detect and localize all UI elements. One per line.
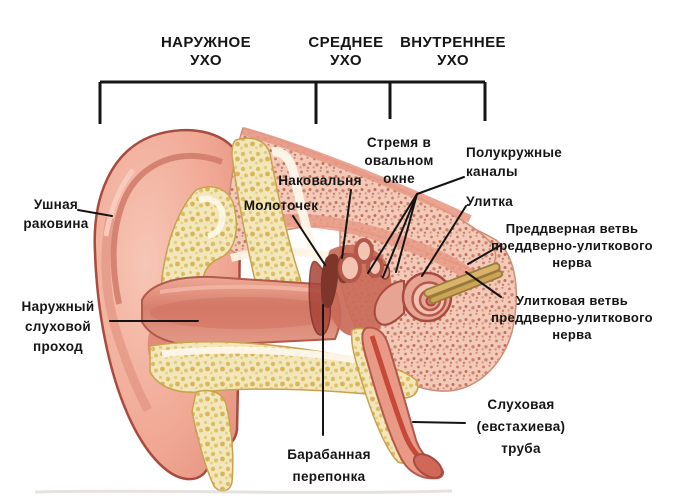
pointer-lines	[77, 176, 502, 436]
label-ear-canal: Наружный слуховой проход	[21, 299, 95, 354]
label-eustachian-tube: Слуховая (евстахиева) труба	[476, 397, 566, 456]
label-stapes-oval-window: Стремя в овальном окне	[364, 135, 434, 186]
label-auricle: Ушная раковина	[23, 197, 89, 231]
bottom-smudge	[34, 489, 453, 494]
label-malleus: Молоточек	[243, 198, 319, 213]
section-brackets	[98, 80, 487, 124]
label-eardrum: Барабанная перепонка	[287, 447, 371, 484]
label-incus: Наковальня	[278, 173, 362, 188]
bone-tissue-lower	[149, 340, 419, 492]
eustachian-tube-shape	[350, 326, 444, 480]
nerve-shape	[423, 262, 503, 304]
label-vestibular-branch: Преддверная ветвь преддверно-улиткового …	[491, 221, 653, 270]
semicircular-canals-shape	[338, 238, 384, 283]
section-label-outer-ear: НАРУЖНОЕ УХО	[160, 34, 252, 69]
section-label-middle-ear: СРЕДНЕЕ УХО	[308, 34, 384, 69]
label-semicircular-canals: Полукружные каналы	[466, 145, 563, 179]
label-cochlear-branch: Улитковая ветвь преддверно-улиткового не…	[491, 293, 653, 342]
section-label-inner-ear: ВНУТРЕННЕЕ УХО	[400, 34, 506, 69]
label-cochlea: Улитка	[466, 194, 514, 209]
ear-canal-shape	[141, 275, 342, 347]
